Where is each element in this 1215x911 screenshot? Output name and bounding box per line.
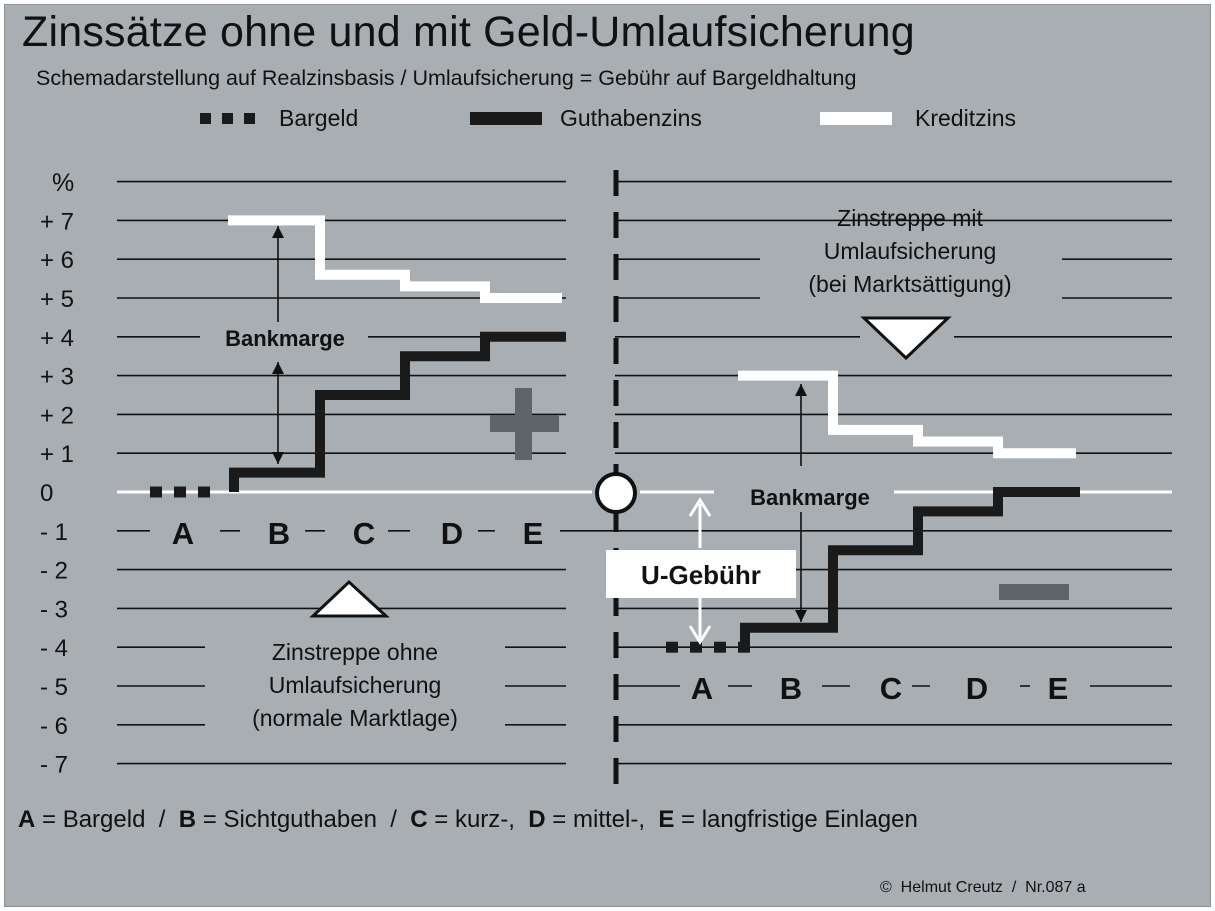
kreditzins-line-left bbox=[228, 215, 562, 303]
footnote-text-d: = mittel-, bbox=[545, 806, 659, 833]
footnote: A = Bargeld / B = Sichtguthaben / C = ku… bbox=[18, 806, 918, 834]
triangle-down-marker bbox=[860, 316, 952, 361]
plus-sign-bar bbox=[490, 415, 559, 432]
category-label-left: D bbox=[441, 516, 463, 551]
bargeld-dots-right bbox=[690, 641, 702, 653]
annotation-zinstreppe-ohne: Umlaufsicherung bbox=[269, 672, 442, 698]
y-tick-label: + 3 bbox=[40, 364, 74, 391]
u-gebuehr-box bbox=[606, 550, 796, 598]
y-tick-label: + 5 bbox=[40, 286, 74, 313]
y-tick-label: - 2 bbox=[40, 558, 68, 585]
chart-subtitle: Schemadarstellung auf Realzinsbasis / Um… bbox=[36, 66, 857, 90]
annotation-zinstreppe-mit: Umlaufsicherung bbox=[824, 238, 997, 264]
bargeld-dots-right bbox=[714, 641, 726, 653]
plus-sign-marker bbox=[490, 388, 559, 460]
y-tick-label: - 6 bbox=[40, 713, 68, 740]
category-label-right: E bbox=[1048, 671, 1069, 706]
u-gebuehr-arrow-head bbox=[688, 497, 712, 517]
legend-swatch-bargeld bbox=[200, 113, 211, 124]
category-label-right: B bbox=[780, 671, 802, 706]
category-label-right: A bbox=[691, 671, 713, 706]
bankmarge-arrow-right-up-head bbox=[795, 384, 807, 396]
category-label-left: E bbox=[523, 516, 544, 551]
footnote-text-b: = Sichtguthaben / bbox=[196, 806, 411, 833]
category-label-right: D bbox=[966, 671, 988, 706]
bargeld-dots-right bbox=[666, 641, 678, 653]
kreditzins-line-right bbox=[738, 370, 1076, 459]
y-axis-unit: % bbox=[52, 169, 74, 197]
y-tick-label: - 4 bbox=[40, 635, 68, 662]
footnote-key-d: D bbox=[528, 806, 546, 833]
bankmarge-arrow-left-down-head bbox=[272, 452, 284, 464]
bargeld-dots-left bbox=[198, 486, 210, 498]
annotation-zinstreppe-ohne: Zinstreppe ohne bbox=[272, 639, 438, 665]
legend-label-kreditzins: Kreditzins bbox=[915, 105, 1016, 131]
legend-label-bargeld: Bargeld bbox=[279, 105, 359, 131]
chart-title: Zinssätze ohne und mit Geld-Umlaufsicher… bbox=[22, 8, 915, 56]
bankmarge-arrow-left-down-head bbox=[272, 362, 284, 374]
triangle-up-marker bbox=[309, 579, 390, 618]
bargeld-dots-left bbox=[174, 486, 186, 498]
legend-swatch-guthabenzins bbox=[470, 112, 542, 125]
bankmarge-arrow-right-down-head bbox=[795, 610, 807, 622]
y-tick-label: - 3 bbox=[40, 596, 68, 623]
bankmarge-arrow-left-up-head bbox=[272, 226, 284, 238]
footnote-key-c: C bbox=[410, 806, 428, 833]
category-label-right: C bbox=[880, 671, 902, 706]
y-tick-label: - 1 bbox=[40, 519, 68, 546]
category-label-left: B bbox=[268, 516, 290, 551]
zero-circle-marker bbox=[595, 472, 637, 514]
annotation-bankmarge-left: Bankmarge bbox=[225, 326, 345, 351]
legend-swatch-bargeld bbox=[222, 113, 233, 124]
bankmarge-label-bg bbox=[714, 480, 894, 512]
footnote-key-a: A bbox=[18, 806, 36, 833]
y-tick-label: + 1 bbox=[40, 441, 74, 468]
y-tick-label: - 7 bbox=[40, 752, 68, 779]
annotation-bankmarge-right: Bankmarge bbox=[750, 485, 870, 510]
annotation-zinstreppe-ohne: (normale Marktlage) bbox=[252, 705, 458, 731]
copyright: © Helmut Creutz / Nr.087 a bbox=[880, 879, 1086, 896]
legend-swatch-kreditzins bbox=[820, 112, 892, 125]
category-label-left: A bbox=[172, 516, 194, 551]
annotation-zinstreppe-mit: Zinstreppe mit bbox=[837, 205, 983, 231]
y-tick-label: + 6 bbox=[40, 247, 74, 274]
footnote-text-a: = Bargeld / bbox=[35, 806, 179, 833]
legend-label-guthabenzins: Guthabenzins bbox=[560, 105, 702, 131]
annotation-zinstreppe-mit: (bei Marktsättigung) bbox=[808, 271, 1011, 297]
minus-sign-marker bbox=[999, 584, 1069, 600]
guthabenzins-line-right bbox=[740, 487, 1080, 648]
legend-swatch-bargeld bbox=[244, 113, 255, 124]
u-gebuehr-arrow-head bbox=[688, 625, 712, 645]
y-tick-label: 0 bbox=[40, 480, 53, 507]
annotation-u-gebuehr: U-Gebühr bbox=[641, 560, 761, 590]
footnote-text-e: = langfristige Einlagen bbox=[674, 806, 918, 833]
y-tick-label: + 2 bbox=[40, 402, 74, 429]
footnote-text-c: = kurz-, bbox=[427, 806, 529, 833]
y-tick-label: - 5 bbox=[40, 674, 68, 701]
y-tick-label: + 7 bbox=[40, 208, 74, 235]
guthabenzins-line-left bbox=[229, 331, 566, 492]
y-tick-label: + 4 bbox=[40, 325, 74, 352]
category-label-left: C bbox=[353, 516, 375, 551]
footnote-key-b: B bbox=[178, 806, 197, 833]
bargeld-dots-left bbox=[150, 486, 162, 498]
footnote-key-e: E bbox=[658, 806, 675, 833]
